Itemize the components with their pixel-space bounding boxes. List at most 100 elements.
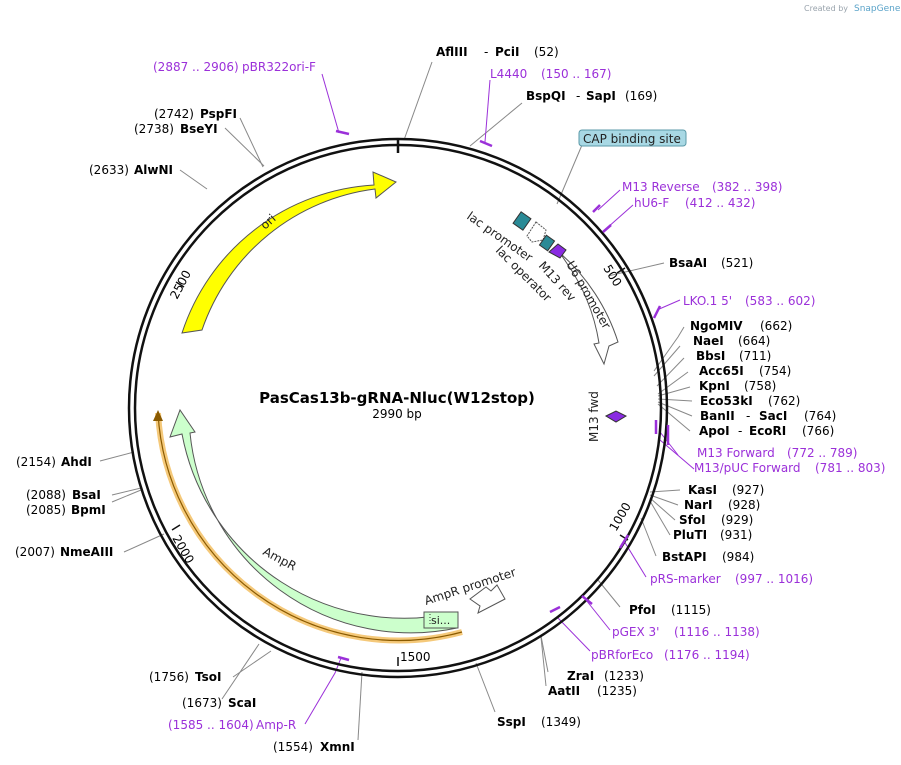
svg-text:(1176 .. 1194): (1176 .. 1194) (664, 648, 750, 662)
primer-m13-reverse[interactable]: M13 Reverse (622, 180, 700, 194)
svg-text:(766): (766) (802, 424, 834, 438)
signal-peptide-label: si... (431, 614, 450, 627)
enzyme-bpmi[interactable]: BpmI (71, 503, 106, 517)
enzyme-saci[interactable]: SacI (759, 409, 787, 423)
enzyme-aatii[interactable]: AatII (548, 684, 580, 698)
enzyme-pfoi[interactable]: PfoI (629, 603, 656, 617)
enzyme-eco53ki[interactable]: Eco53kI (700, 394, 753, 408)
enzyme-apoi[interactable]: ApoI (699, 424, 730, 438)
enzyme-ngomiv[interactable]: NgoMIV (690, 319, 743, 333)
enzyme-naei[interactable]: NaeI (693, 334, 724, 348)
svg-text:-: - (576, 89, 580, 103)
primer-prs-marker[interactable]: pRS-marker (650, 572, 721, 586)
svg-text:(2633): (2633) (89, 163, 129, 177)
lac-operator-box[interactable] (538, 234, 556, 252)
enzyme-sapi[interactable]: SapI (586, 89, 616, 103)
enzyme-scai[interactable]: ScaI (228, 696, 256, 710)
m13-rev-arrow[interactable] (548, 243, 567, 259)
svg-text:(382 .. 398): (382 .. 398) (712, 180, 782, 194)
enzyme-bsai[interactable]: BsaI (72, 488, 101, 502)
enzyme-xmni[interactable]: XmnI (320, 740, 355, 754)
ampr-promoter-arrow[interactable] (469, 584, 506, 614)
primer-marks (335, 129, 670, 662)
primer-hu6-f[interactable]: hU6-F (634, 196, 669, 210)
svg-text:(664): (664) (738, 334, 770, 348)
enzyme-pcii[interactable]: PciI (495, 45, 520, 59)
svg-text:(2742): (2742) (154, 107, 194, 121)
svg-text:(2085): (2085) (26, 503, 66, 517)
enzyme-bseyi[interactable]: BseYI (180, 122, 218, 136)
svg-text:(150 .. 167): (150 .. 167) (541, 67, 611, 81)
credit-prefix: Created by (804, 4, 848, 13)
ampr-label: AmpR (261, 544, 299, 573)
enzyme-sfoi[interactable]: SfoI (679, 513, 706, 527)
svg-text:(928): (928) (728, 498, 760, 512)
svg-text:(583 .. 602): (583 .. 602) (745, 294, 815, 308)
primer-l4440[interactable]: L4440 (490, 67, 527, 81)
primer-m13-puc-forward[interactable]: M13/pUC Forward (694, 461, 801, 475)
enzyme-bspqi[interactable]: BspQI (526, 89, 566, 103)
cap-binding-site-label: CAP binding site (583, 132, 681, 146)
primer-pgex-3[interactable]: pGEX 3' (612, 625, 659, 639)
credit-brand: SnapGene (854, 4, 901, 14)
enzyme-kpni[interactable]: KpnI (699, 379, 730, 393)
tick-1500: 1500 (400, 650, 431, 664)
enzyme-alwni[interactable]: AlwNI (134, 163, 173, 177)
svg-text:(662): (662) (760, 319, 792, 333)
primer-pbr322ori-f[interactable]: pBR322ori-F (242, 60, 316, 74)
svg-text:(169): (169) (625, 89, 657, 103)
svg-text:(1233): (1233) (604, 669, 644, 683)
enzyme-tsoi[interactable]: TsoI (195, 670, 221, 684)
svg-text:(2738): (2738) (134, 122, 174, 136)
enzyme-bstapi[interactable]: BstAPI (662, 550, 707, 564)
enzyme-pluti[interactable]: PluTI (673, 528, 707, 542)
svg-text:(764): (764) (804, 409, 836, 423)
svg-text:(1349): (1349) (541, 715, 581, 729)
svg-text:(711): (711) (739, 349, 771, 363)
svg-text:(1235): (1235) (597, 684, 637, 698)
svg-text:(521): (521) (721, 256, 753, 270)
svg-text:(52): (52) (534, 45, 559, 59)
ampr-feature-arrow[interactable] (169, 408, 458, 634)
enzyme-nari[interactable]: NarI (684, 498, 713, 512)
enzyme-bsaai[interactable]: BsaAI (669, 256, 707, 270)
primer-lko1-5[interactable]: LKO.1 5' (683, 294, 732, 308)
cap-binding-site-callout[interactable] (578, 129, 687, 147)
enzyme-acc65i[interactable]: Acc65I (699, 364, 744, 378)
svg-text:(2154): (2154) (16, 455, 56, 469)
svg-text:(412 .. 432): (412 .. 432) (685, 196, 755, 210)
primer-m13-forward[interactable]: M13 Forward (697, 446, 775, 460)
enzyme-pspfi[interactable]: PspFI (200, 107, 237, 121)
primer-pbrforeco[interactable]: pBRforEco (591, 648, 653, 662)
svg-text:(1673): (1673) (182, 696, 222, 710)
enzyme-zrai[interactable]: ZraI (567, 669, 594, 683)
tick-1000: 1000 (606, 500, 633, 533)
enzyme-sspi[interactable]: SspI (497, 715, 526, 729)
enzyme-banii[interactable]: BanII (700, 409, 735, 423)
svg-text:(927): (927) (732, 483, 764, 497)
lac-promoter-arrow[interactable] (526, 221, 547, 243)
ori-feature-arrow[interactable] (181, 171, 397, 334)
svg-text:-: - (746, 409, 750, 423)
primer-amp-r[interactable]: Amp-R (256, 718, 296, 732)
enzyme-nmeaiii[interactable]: NmeAIII (60, 545, 113, 559)
svg-text:(762): (762) (768, 394, 800, 408)
svg-text:(1116 .. 1138): (1116 .. 1138) (674, 625, 760, 639)
enzyme-afliii[interactable]: AflIII (436, 45, 468, 59)
plasmid-size: 2990 bp (372, 407, 422, 421)
cap-binding-site-box[interactable] (512, 211, 532, 231)
svg-text:(997 .. 1016): (997 .. 1016) (735, 572, 813, 586)
m13-fwd-arrow[interactable] (604, 410, 628, 423)
svg-text:(2088): (2088) (26, 488, 66, 502)
svg-text:(1585 .. 1604): (1585 .. 1604) (168, 718, 254, 732)
enzyme-kasi[interactable]: KasI (688, 483, 717, 497)
svg-text:(1756): (1756) (149, 670, 189, 684)
enzyme-ahdi[interactable]: AhdI (61, 455, 92, 469)
enzyme-ecori[interactable]: EcoRI (749, 424, 786, 438)
svg-text:(754): (754) (759, 364, 791, 378)
enzyme-bbsi[interactable]: BbsI (696, 349, 725, 363)
signal-peptide-box[interactable] (423, 611, 459, 629)
primer-labels: (2887 .. 2906) pBR322ori-F L4440 (150 ..… (153, 60, 885, 732)
u6-promoter-arrow[interactable] (559, 252, 619, 366)
